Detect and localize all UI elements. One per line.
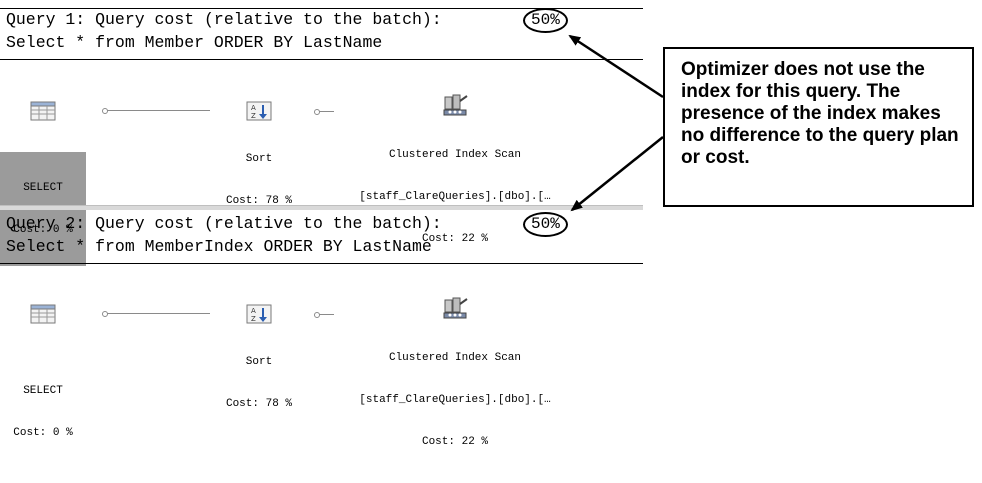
query2-sql: Select * from MemberIndex ORDER BY LastN… [6, 237, 432, 256]
query1-select-cost: Cost: 0 % [13, 224, 73, 236]
table-icon [30, 101, 56, 121]
query1-sort-cost: Cost: 78 % [225, 195, 292, 207]
callout-arrows [568, 34, 664, 212]
svg-text:A: A [251, 104, 256, 112]
sort-az-icon: A Z [246, 101, 272, 121]
query1-scan-node[interactable]: Clustered Index Scan [staff_ClareQueries… [340, 65, 570, 260]
query1-select-label: SELECT [23, 182, 63, 194]
top-border [0, 8, 643, 9]
query2-cost-highlight [523, 212, 568, 237]
query1-scan-cost: Cost: 22 % [421, 233, 488, 245]
query2-sort-label: Sort [245, 356, 273, 368]
query2-connector-select-sort [102, 311, 210, 317]
query1-cost-highlight [523, 8, 568, 33]
arrow-to-query2-cost [570, 136, 664, 212]
clustered-index-scan-icon [443, 297, 468, 319]
annotation-callout: Optimizer does not use the index for thi… [663, 47, 974, 207]
arrow-to-query1-cost [568, 34, 664, 99]
query2-connector-sort-scan [314, 312, 334, 318]
query1-scan-object: [staff_ClareQueries].[dbo].[… [359, 191, 551, 203]
svg-text:Z: Z [251, 112, 256, 120]
query2-scan-object: [staff_ClareQueries].[dbo].[… [359, 394, 551, 406]
query2-select-label: SELECT [23, 385, 63, 397]
svg-text:A: A [251, 307, 256, 315]
query1-sort-label: Sort [245, 153, 273, 165]
query2-select-cost: Cost: 0 % [13, 427, 73, 439]
query1-sql: Select * from Member ORDER BY LastName [6, 33, 383, 52]
annotation-text: Optimizer does not use the index for thi… [681, 59, 959, 168]
query1-scan-label: Clustered Index Scan [388, 149, 522, 161]
table-icon [30, 304, 56, 324]
query1-header: Query 1: Query cost (relative to the bat… [6, 10, 442, 29]
query2-sort-cost: Cost: 78 % [225, 398, 292, 410]
query1-divider [0, 59, 643, 60]
query2-divider [0, 263, 643, 264]
clustered-index-scan-icon [443, 94, 468, 116]
query2-scan-cost: Cost: 22 % [421, 436, 488, 448]
sort-az-icon: A Z [246, 304, 272, 324]
query2-scan-label: Clustered Index Scan [388, 352, 522, 364]
query1-sort-node[interactable]: A Z Sort Cost: 78 % [214, 73, 304, 222]
query2-header: Query 2: Query cost (relative to the bat… [6, 214, 442, 233]
svg-text:Z: Z [251, 315, 256, 323]
plan-separator [0, 205, 643, 210]
query1-connector-select-sort [102, 108, 210, 114]
query1-connector-sort-scan [314, 109, 334, 115]
